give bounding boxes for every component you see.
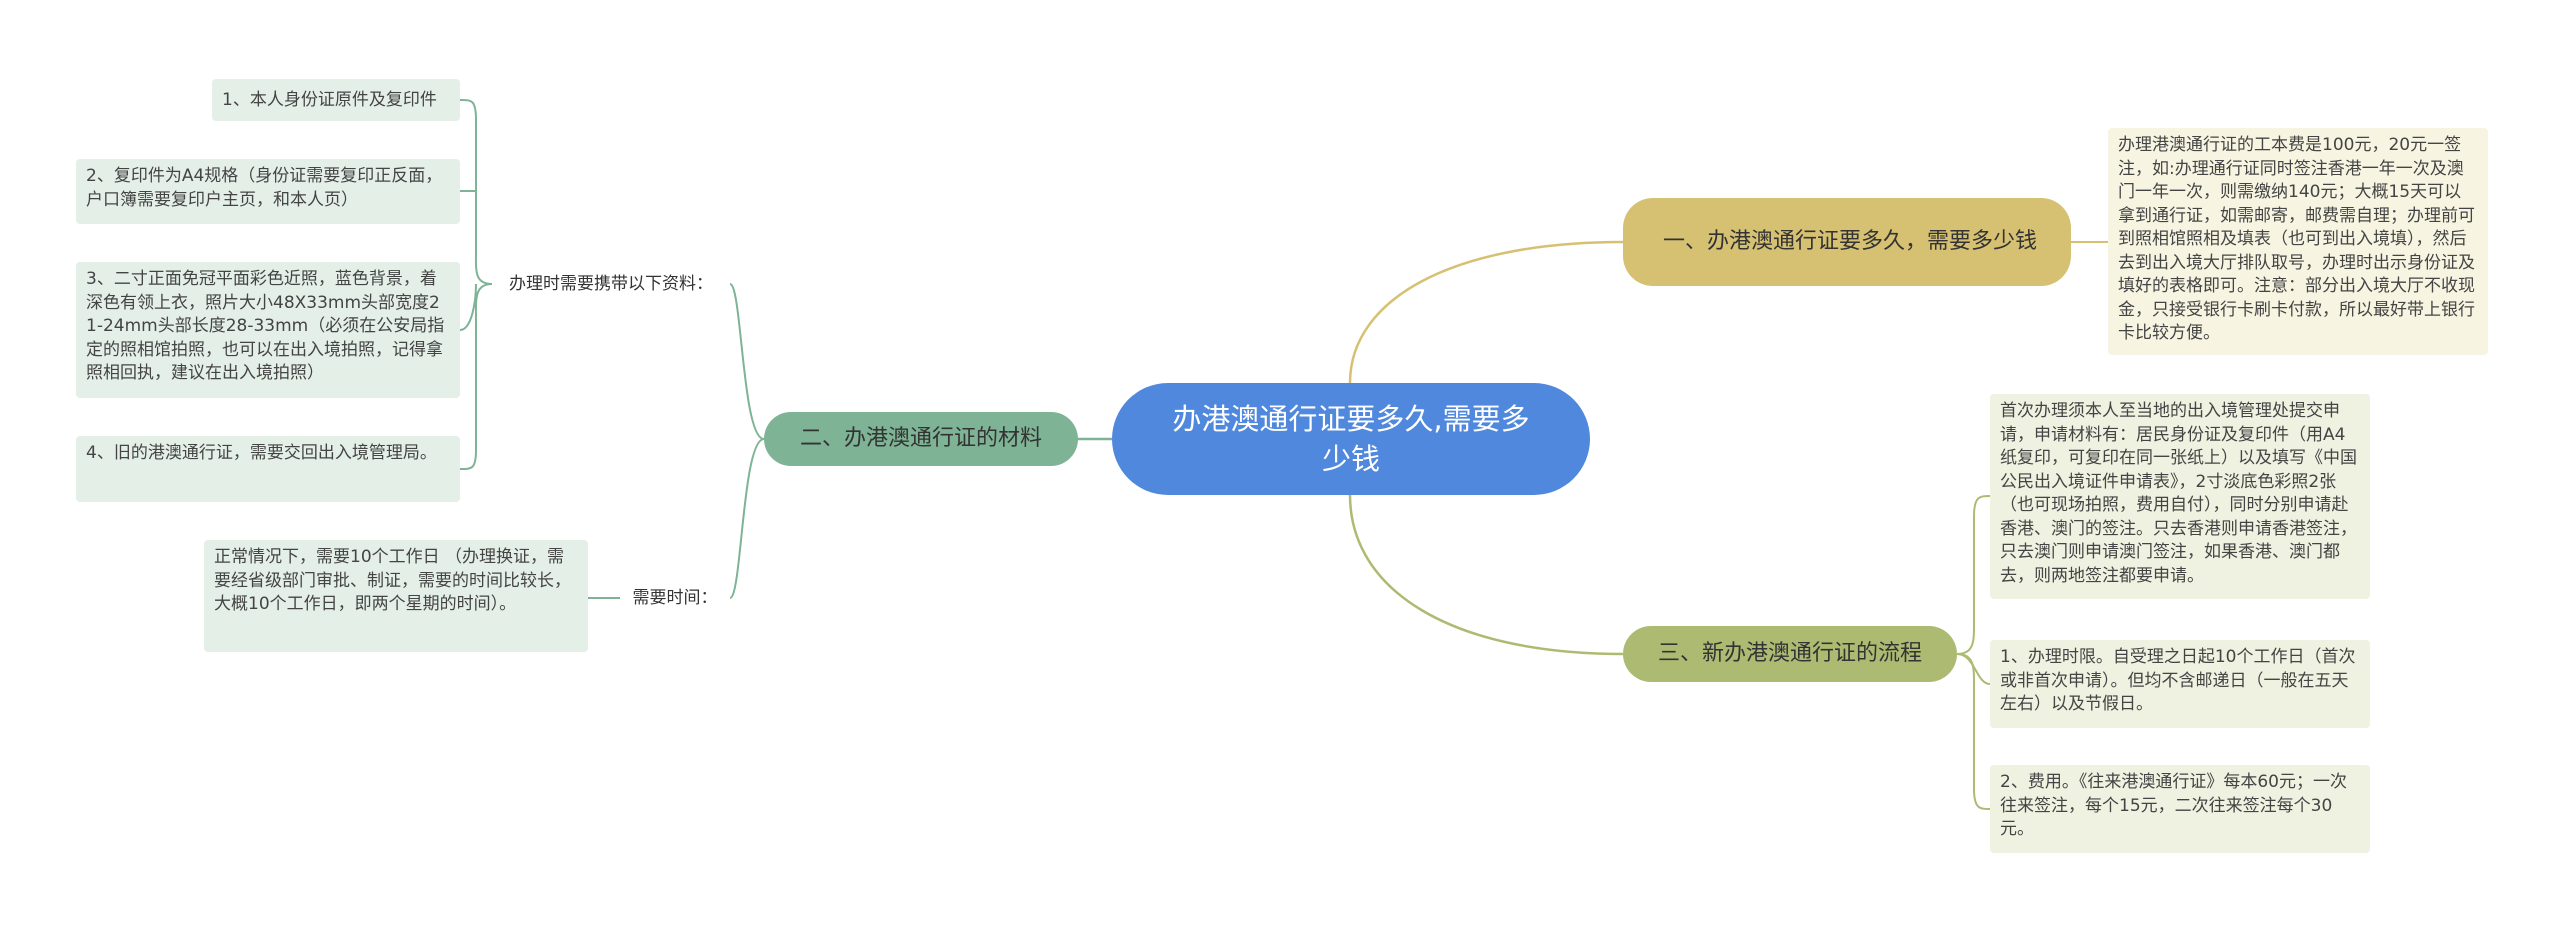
material-item-1[interactable]: 1、本人身份证原件及复印件 <box>212 79 460 121</box>
link-bring-item3 <box>459 283 477 331</box>
material-item-3[interactable]: 3、二寸正面免冠平面彩色近照，蓝色背景，着深色有领上衣，照片大小48X33mm头… <box>76 262 460 398</box>
process-item-2[interactable]: 1、办理时限。自受理之日起10个工作日（首次或非首次申请）。但均不含邮递日（一般… <box>1990 640 2370 728</box>
cost-detail[interactable]: 办理港澳通行证的工本费是100元，20元一签注，如:办理通行证同时签注香港一年一… <box>2108 128 2488 355</box>
link-materials-time <box>729 438 765 599</box>
process-item-1[interactable]: 首次办理须本人至当地的出入境管理处提交申请，申请材料有：居民身份证及复印件（用A… <box>1990 394 2370 599</box>
materials-bring-text: 办理时需要携带以下资料： <box>509 274 713 294</box>
link-process-item3 <box>1956 653 1991 810</box>
material-item-4[interactable]: 4、旧的港澳通行证，需要交回出入境管理局。 <box>76 436 460 502</box>
process-item-3[interactable]: 2、费用。《往来港澳通行证》每本60元；一次往来签注，每个15元，二次往来签注每… <box>1990 765 2370 853</box>
link-root-cost <box>1348 240 1624 384</box>
material-time-detail[interactable]: 正常情况下，需要10个工作日 （办理换证，需要经省级部门审批、制证，需要的时间比… <box>204 540 588 652</box>
material-item-2[interactable]: 2、复印件为A4规格（身份证需要复印正反面，户口簿需要复印户主页，和本人页） <box>76 159 460 224</box>
branch-cost-label: 一、办港澳通行证要多久，需要多少钱 <box>1663 229 2038 254</box>
link-bring-bracket <box>459 99 493 285</box>
branch-process-label: 三、新办港澳通行证的流程 <box>1657 641 1922 666</box>
link-root-process <box>1348 494 1624 656</box>
root-topic[interactable]: 办港澳通行证要多久,需要多少钱 <box>1112 383 1590 495</box>
branch-materials-label: 二、办港澳通行证的材料 <box>799 426 1042 451</box>
link-bring-item4 <box>459 283 493 470</box>
branch-materials[interactable]: 二、办港澳通行证的材料 <box>764 412 1078 466</box>
materials-bring-label[interactable]: 办理时需要携带以下资料： <box>492 264 730 304</box>
link-process-bracket <box>1956 495 1991 655</box>
branch-process[interactable]: 三、新办港澳通行证的流程 <box>1623 626 1957 682</box>
materials-time-text: 需要时间： <box>632 588 718 608</box>
branch-cost[interactable]: 一、办港澳通行证要多久，需要多少钱 <box>1623 198 2071 286</box>
link-materials-bring <box>729 283 765 440</box>
root-topic-label: 办港澳通行证要多久,需要多少钱 <box>1172 402 1530 476</box>
materials-time-label[interactable]: 需要时间： <box>620 578 730 618</box>
